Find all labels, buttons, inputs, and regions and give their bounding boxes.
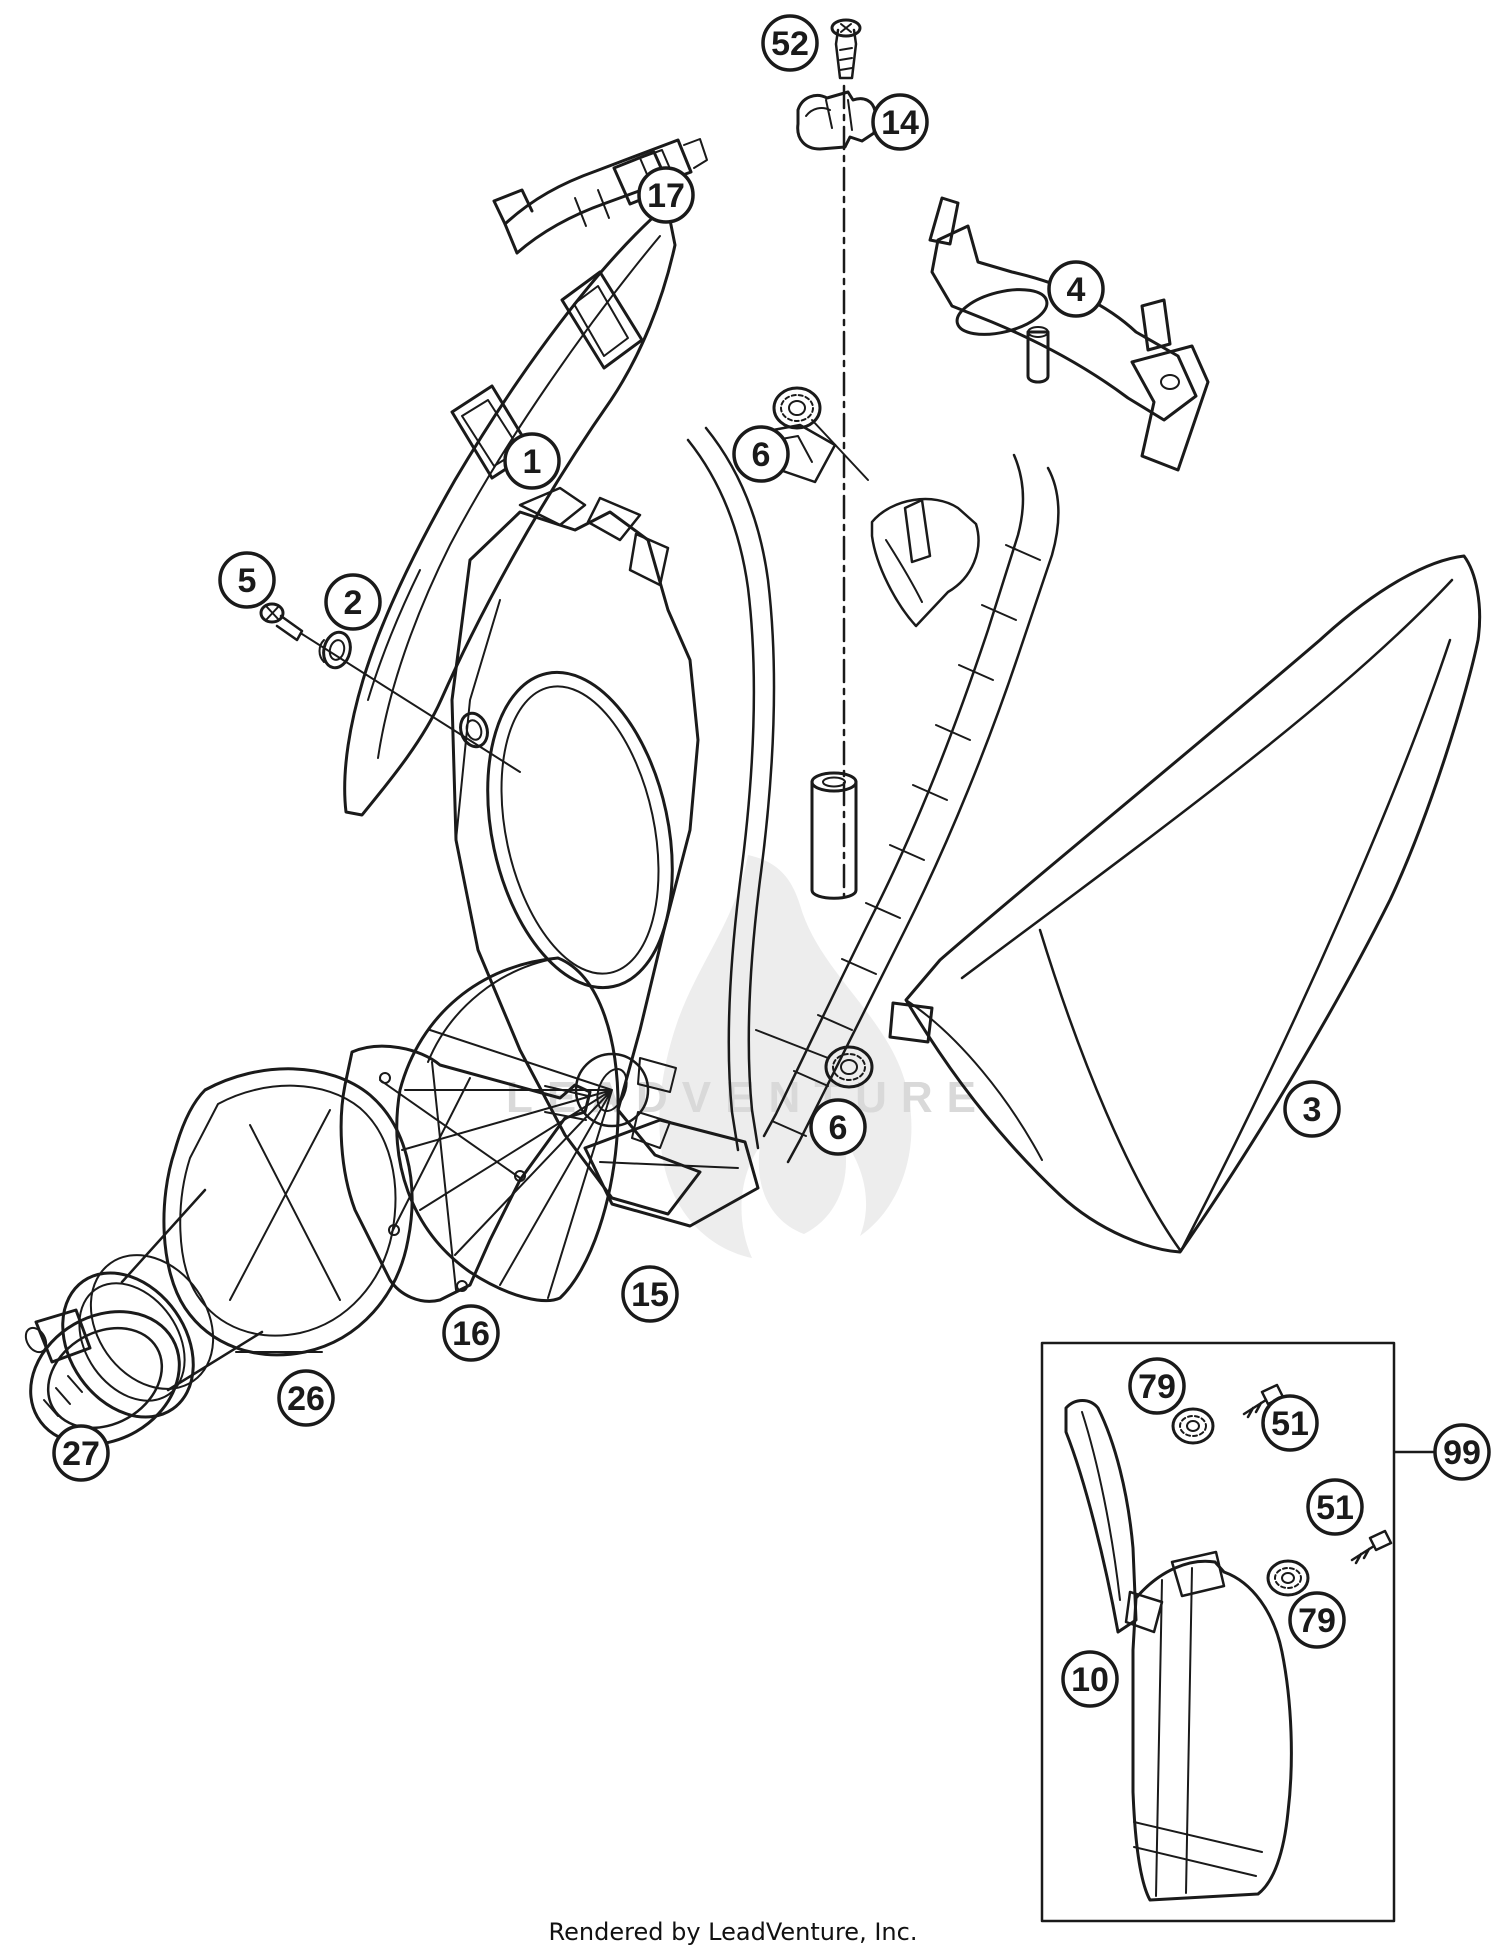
svg-text:51: 51	[1316, 1489, 1354, 1527]
svg-text:26: 26	[287, 1380, 325, 1418]
svg-text:6: 6	[752, 436, 771, 474]
part-side-cover-3	[888, 554, 1482, 1254]
part-clamp-14	[796, 90, 877, 151]
svg-text:5: 5	[238, 562, 257, 600]
svg-text:99: 99	[1443, 1434, 1481, 1472]
svg-text:6: 6	[829, 1109, 848, 1147]
callout-14[interactable]: 14	[871, 93, 929, 151]
svg-text:79: 79	[1298, 1602, 1336, 1640]
svg-text:79: 79	[1138, 1368, 1176, 1406]
svg-text:17: 17	[647, 177, 685, 215]
callout-51[interactable]: 51	[1306, 1478, 1364, 1536]
callout-1[interactable]: 1	[503, 432, 561, 490]
part-grommet-79-bottom	[1266, 1559, 1310, 1597]
part-air-filter-15	[395, 956, 677, 1302]
callout-6[interactable]: 6	[732, 425, 790, 483]
part-screw-51-bottom	[1350, 1529, 1393, 1565]
part-filter-cage-16	[339, 1044, 592, 1303]
part-screw-5	[259, 602, 304, 642]
callout-99[interactable]: 99	[1433, 1423, 1491, 1481]
part-bracket-4	[928, 196, 1210, 472]
part-grommet-6-bottom	[824, 1045, 874, 1089]
callout-52[interactable]: 52	[761, 14, 819, 72]
part-cylinder-bushing	[810, 771, 858, 900]
svg-text:15: 15	[631, 1276, 669, 1314]
callout-79[interactable]: 79	[1288, 1591, 1346, 1649]
part-strap-17	[492, 138, 708, 255]
callout-17[interactable]: 17	[637, 166, 695, 224]
svg-text:1: 1	[523, 443, 542, 481]
callout-6[interactable]: 6	[809, 1098, 867, 1156]
svg-text:27: 27	[62, 1435, 100, 1473]
svg-text:10: 10	[1071, 1661, 1109, 1699]
leader-line-6-bottom	[755, 1029, 829, 1059]
part-airbox-knob	[870, 497, 980, 628]
svg-text:14: 14	[881, 104, 919, 142]
part-grommet-79-top	[1171, 1407, 1215, 1445]
callout-10[interactable]: 10	[1061, 1650, 1119, 1708]
svg-text:52: 52	[771, 25, 809, 63]
part-airbox-body	[450, 486, 760, 1228]
svg-text:51: 51	[1271, 1405, 1309, 1443]
footer-credit: Rendered by LeadVenture, Inc.	[549, 1918, 918, 1946]
svg-text:4: 4	[1067, 271, 1086, 309]
callout-27[interactable]: 27	[52, 1424, 110, 1482]
callout-2[interactable]: 2	[324, 573, 382, 631]
part-intake-boot-26	[61, 1067, 414, 1419]
part-mud-flap-10	[1064, 1399, 1293, 1902]
svg-text:3: 3	[1303, 1091, 1322, 1129]
part-grommet-6-top	[772, 386, 822, 430]
leader-line-6-top	[811, 419, 869, 481]
svg-text:2: 2	[344, 584, 363, 622]
callout-16[interactable]: 16	[442, 1304, 500, 1362]
callout-15[interactable]: 15	[621, 1265, 679, 1323]
leader-line-2	[301, 633, 521, 773]
part-washer-2	[318, 630, 352, 670]
callout-5[interactable]: 5	[218, 551, 276, 609]
flame-watermark-icon	[659, 855, 912, 1258]
part-screw-52	[830, 18, 862, 80]
callout-4[interactable]: 4	[1047, 260, 1105, 318]
callout-3[interactable]: 3	[1283, 1080, 1341, 1138]
inset-box	[1040, 1341, 1396, 1923]
svg-text:16: 16	[452, 1315, 490, 1353]
part-subframe-rails	[686, 423, 1060, 1164]
part-hose-clamp-27	[24, 1308, 181, 1446]
callout-26[interactable]: 26	[277, 1369, 335, 1427]
callout-51[interactable]: 51	[1261, 1394, 1319, 1452]
callout-79[interactable]: 79	[1128, 1357, 1186, 1415]
